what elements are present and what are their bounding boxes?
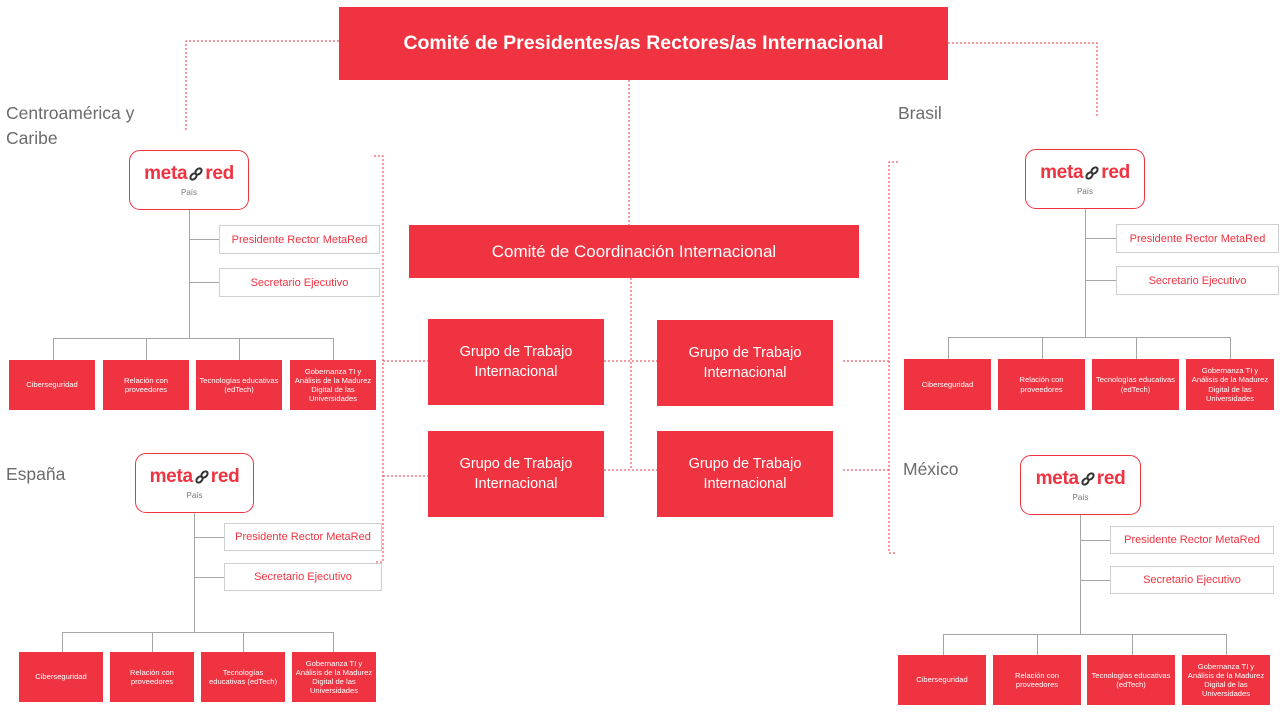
team-box: Gobernanza TI y Análisis de la Madurez D… (1186, 359, 1274, 410)
working-group-box: Grupo de Trabajo Internacional (428, 431, 604, 517)
team-box: Ciberseguridad (898, 655, 986, 705)
metared-wordmark: meta red (149, 465, 240, 487)
region-label-espana: España (6, 464, 66, 484)
metared-logo: meta red País (129, 150, 249, 210)
link-icon (1081, 471, 1095, 486)
team-box: Relación con proveedores (998, 359, 1085, 410)
role-secretary: Secretario Ejecutivo (1116, 266, 1279, 295)
role-president: Presidente Rector MetaRed (219, 225, 380, 254)
logo-subtitle: País (186, 490, 203, 500)
team-box: Gobernanza TI y Análisis de la Madurez D… (1182, 655, 1270, 705)
team-box: Ciberseguridad (9, 360, 95, 410)
team-box: Relación con proveedores (993, 655, 1081, 705)
role-president: Presidente Rector MetaRed (1116, 224, 1279, 253)
team-box: Gobernanza TI y Análisis de la Madurez D… (292, 652, 376, 702)
working-group-box: Grupo de Trabajo Internacional (657, 431, 833, 517)
working-group-box: Grupo de Trabajo Internacional (657, 320, 833, 406)
working-group-box: Grupo de Trabajo Internacional (428, 319, 604, 405)
link-icon (1085, 165, 1099, 180)
metared-logo: meta red País (1025, 149, 1145, 209)
region-label-central-america: Centroamérica y Caribe (6, 103, 135, 148)
team-box: Tecnologías educativas (edTech) (201, 652, 285, 702)
coordination-committee-box: Comité de Coordinación Internacional (409, 225, 859, 278)
team-box: Tecnologías educativas (edTech) (1087, 655, 1175, 705)
link-icon (195, 469, 209, 484)
team-box: Ciberseguridad (904, 359, 991, 410)
region-label-brasil: Brasil (898, 103, 942, 123)
metared-wordmark: meta red (1035, 467, 1126, 489)
metared-wordmark: meta red (1040, 161, 1130, 183)
team-box: Relación con proveedores (103, 360, 189, 410)
role-secretary: Secretario Ejecutivo (1110, 566, 1274, 594)
team-box: Relación con proveedores (110, 652, 194, 702)
team-box: Gobernanza TI y Análisis de la Madurez D… (290, 360, 376, 410)
metared-logo: meta red País (135, 453, 254, 513)
role-secretary: Secretario Ejecutivo (219, 268, 380, 297)
region-label-mexico: México (903, 459, 959, 479)
team-box: Tecnologías educativas (edTech) (1092, 359, 1179, 410)
role-president: Presidente Rector MetaRed (224, 523, 382, 551)
link-icon (189, 166, 203, 181)
logo-subtitle: País (180, 187, 197, 197)
role-president: Presidente Rector MetaRed (1110, 526, 1274, 554)
team-box: Tecnologías educativas (edTech) (196, 360, 282, 410)
role-secretary: Secretario Ejecutivo (224, 563, 382, 591)
metared-logo: meta red País (1020, 455, 1141, 515)
metared-wordmark: meta red (144, 162, 234, 184)
logo-subtitle: País (1076, 186, 1093, 196)
team-box: Ciberseguridad (19, 652, 103, 702)
top-committee-box: Comité de Presidentes/as Rectores/as Int… (339, 7, 948, 80)
logo-subtitle: País (1072, 492, 1089, 502)
